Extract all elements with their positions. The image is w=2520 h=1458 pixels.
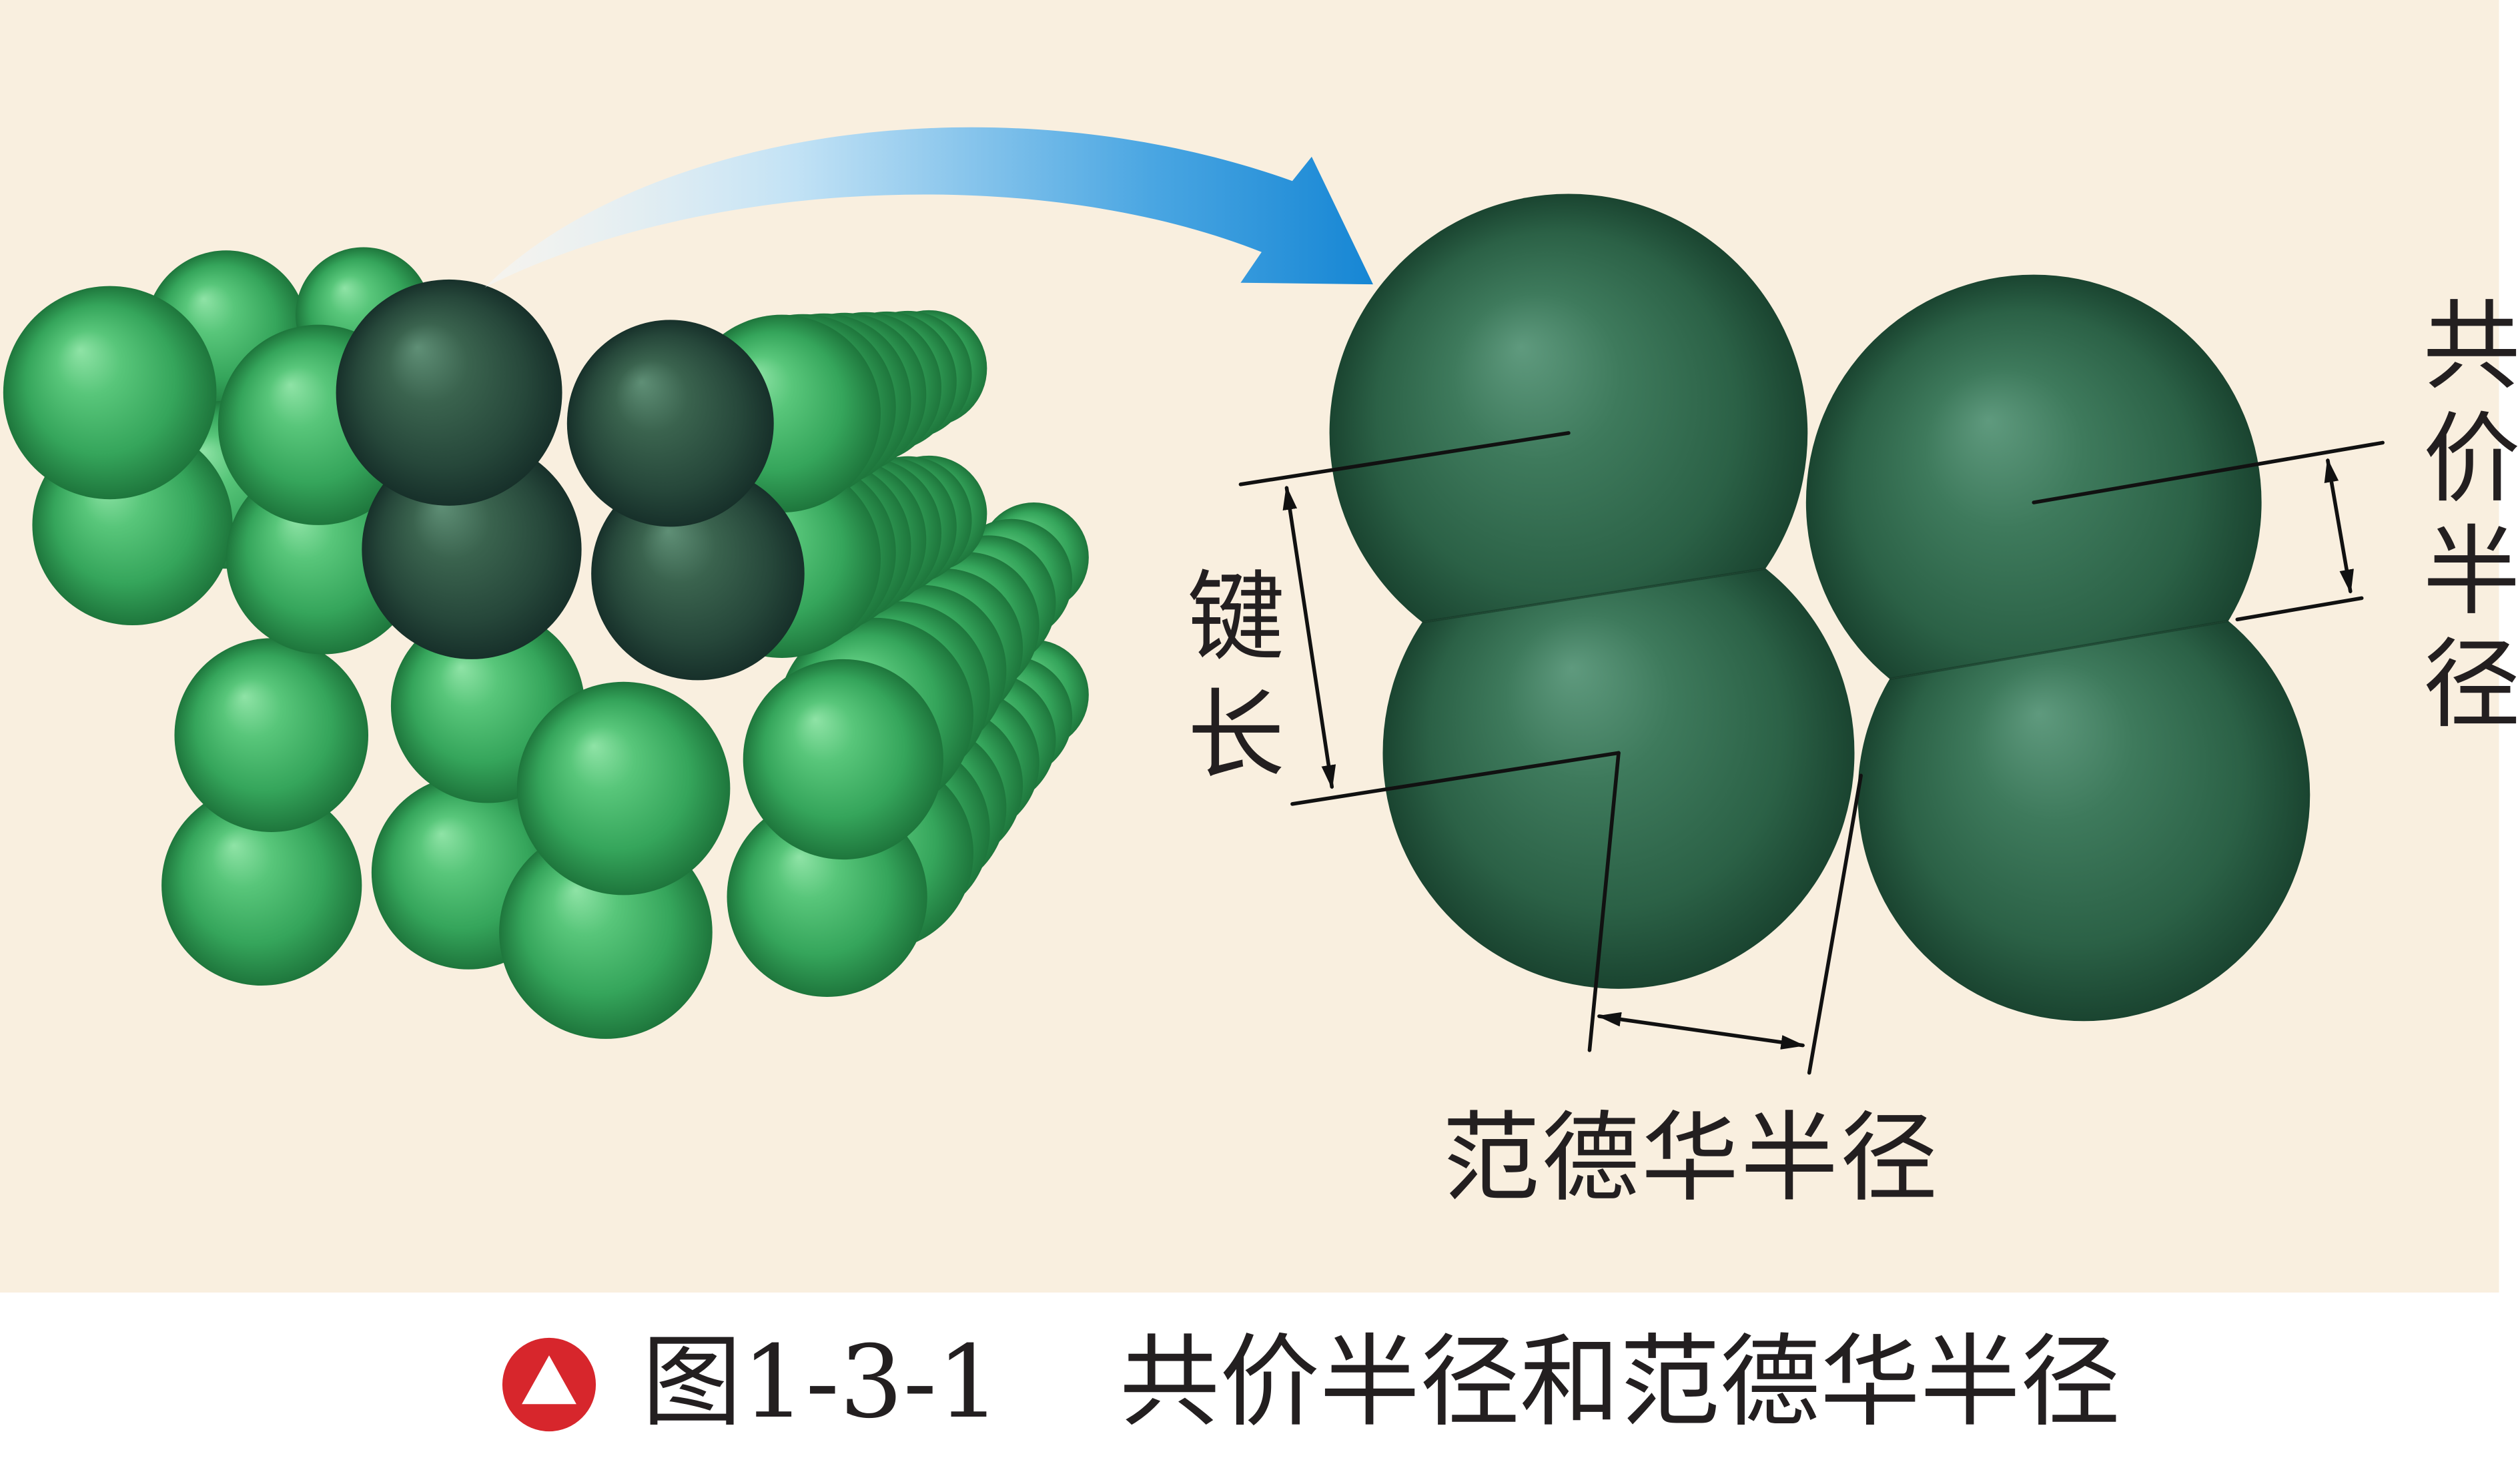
vdw-radius-center-line [1587,751,1621,1052]
vdw-radius-contact-line [1807,773,1863,1075]
triangle-in-circle-icon [502,1337,596,1432]
highlighted-atom-sphere [336,279,562,506]
atom-sphere [174,638,369,832]
atom-sphere [3,286,217,500]
curved-arrow-icon [484,127,1373,288]
bond-length-label: 键长 [1171,565,1284,801]
atom-bottom-right [1857,593,2311,1022]
figure-caption-title: 共价半径和范德华半径 [1120,1325,2121,1441]
atom-sphere [161,785,362,986]
covalent-radius-double-arrow [2324,458,2354,594]
crystal-lattice [3,247,1089,1039]
figure-number: 图1-3-1 [642,1325,1001,1441]
bond-length-double-arrow [1282,485,1336,789]
covalent-radius-label: 共价半径 [2407,294,2520,745]
atom-sphere [516,681,731,895]
bond-length-upper-line [1238,431,1571,486]
vdw-radius-double-arrow [1597,1012,1805,1050]
bond-length-lower-line [1290,751,1621,806]
atom-seam [1422,567,1766,624]
atom-seam [1889,619,2229,681]
highlighted-atom-sphere [566,320,774,527]
van-der-waals-radius-label: 范德华半径 [1442,1102,1940,1215]
measurement-lines [1238,431,2385,1075]
covalent-radius-upper-line [2032,440,2385,504]
covalent-radius-lower-line [2235,596,2364,622]
atom-sphere [743,659,943,860]
